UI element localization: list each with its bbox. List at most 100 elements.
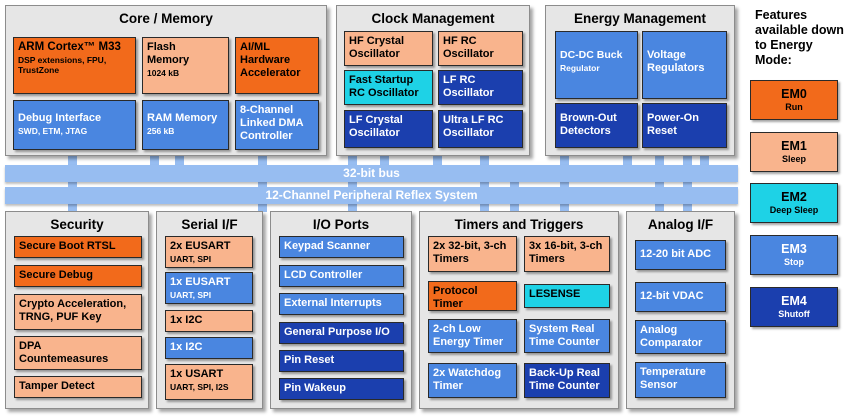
temperature-sensor-label: Temperature Sensor — [640, 366, 706, 391]
i2c-b-block: 1x I2C — [165, 337, 253, 359]
legend-em1-name: EM1 — [781, 139, 807, 153]
lesense-block: LESENSE — [524, 284, 610, 308]
pin-wakeup-label: Pin Wakeup — [284, 382, 346, 394]
protocol-timer-block: Protocol Timer — [428, 281, 517, 311]
timers-panel: Timers and Triggers 2x 32-bit, 3-ch Time… — [419, 211, 619, 409]
keypad-scanner-block: Keypad Scanner — [279, 236, 404, 258]
system-rtc-block: System Real Time Counter — [524, 319, 610, 353]
timer-32bit-label: 2x 32-bit, 3-ch Timers — [433, 240, 507, 265]
dpa-label: DPA Countemeasures — [19, 340, 109, 365]
eusart1-sub: UART, SPI — [170, 290, 212, 300]
security-title: Security — [50, 217, 104, 232]
dpa-block: DPA Countemeasures — [14, 336, 142, 370]
hf-crystal-osc-block: HF Crystal Oscillator — [344, 31, 433, 66]
i2c-a-block: 1x I2C — [165, 310, 253, 332]
vdac-block: 12-bit VDAC — [635, 282, 726, 312]
protocol-timer-label: Protocol Timer — [433, 285, 478, 310]
fast-startup-osc-block: Fast Startup RC Oscillator — [344, 70, 433, 105]
legend-em3-desc: Stop — [784, 257, 804, 267]
adc-label: 12-20 bit ADC — [640, 248, 712, 260]
timer-16bit-block: 3x 16-bit, 3-ch Timers — [524, 236, 610, 272]
ram-memory-block: RAM Memory 256 kB — [142, 100, 229, 150]
secure-boot-block: Secure Boot RTSL — [14, 236, 142, 258]
eusart1-block: 1x EUSART UART, SPI — [165, 272, 253, 304]
watchdog-timer-label: 2x Watchdog Timer — [433, 367, 502, 392]
analog-comparator-label: Analog Comparator — [640, 324, 703, 349]
analog-if-title: Analog I/F — [647, 217, 714, 232]
arm-cortex-label: ARM Cortex™ M33 — [18, 41, 121, 53]
system-rtc-label: System Real Time Counter — [529, 323, 600, 348]
lf-rc-osc-block: LF RC Oscillator — [438, 70, 523, 105]
timer-16bit-label: 3x 16-bit, 3-ch Timers — [529, 240, 603, 265]
io-ports-panel: I/O Ports Keypad Scanner LCD Controller … — [270, 211, 412, 409]
legend-title: Features available down to Energy Mode: — [755, 8, 844, 67]
legend-em0: EM0 Run — [750, 80, 838, 120]
backup-rtc-label: Back-Up Real Time Counter — [529, 367, 600, 392]
lf-crystal-osc-block: LF Crystal Oscillator — [344, 110, 433, 148]
external-interrupts-label: External Interrupts — [284, 297, 382, 309]
legend-em1-desc: Sleep — [781, 154, 806, 164]
energy-management-panel: Energy Management DC-DC Buck Regulator V… — [545, 5, 735, 156]
brownout-block: Brown-Out Detectors — [555, 103, 638, 148]
low-energy-timer-label: 2-ch Low Energy Timer — [433, 323, 504, 348]
flash-memory-block: Flash Memory 1024 kB — [142, 37, 229, 94]
bus-peripheral-reflex: 12-Channel Peripheral Reflex System — [5, 187, 738, 204]
lf-rc-osc-label: LF RC Oscillator — [443, 74, 494, 99]
analog-if-panel: Analog I/F 12-20 bit ADC 12-bit VDAC Ana… — [626, 211, 735, 409]
keypad-scanner-label: Keypad Scanner — [284, 240, 371, 252]
poweron-reset-block: Power-On Reset — [642, 103, 727, 148]
legend-em0-name: EM0 — [781, 87, 807, 101]
io-ports-title: I/O Ports — [312, 217, 370, 232]
timers-title: Timers and Triggers — [454, 217, 584, 232]
aiml-accelerator-block: AI/ML Hardware Accelerator — [235, 37, 319, 94]
poweron-reset-label: Power-On Reset — [647, 112, 699, 137]
backup-rtc-block: Back-Up Real Time Counter — [524, 363, 610, 398]
vdac-label: 12-bit VDAC — [640, 290, 704, 302]
i2c-a-label: 1x I2C — [170, 314, 203, 326]
external-interrupts-block: External Interrupts — [279, 293, 404, 315]
debug-interface-sub: SWD, ETM, JTAG — [18, 126, 88, 136]
voltage-regulators-label: Voltage Regulators — [647, 49, 705, 74]
security-panel: Security Secure Boot RTSL Secure Debug C… — [5, 211, 149, 409]
bus-32bit: 32-bit bus — [5, 165, 738, 182]
secure-boot-label: Secure Boot RTSL — [19, 240, 116, 252]
secure-debug-label: Secure Debug — [19, 269, 93, 281]
timer-32bit-block: 2x 32-bit, 3-ch Timers — [428, 236, 517, 272]
core-memory-title: Core / Memory — [119, 11, 213, 26]
brownout-label: Brown-Out Detectors — [560, 112, 617, 137]
adc-block: 12-20 bit ADC — [635, 240, 726, 270]
pin-reset-block: Pin Reset — [279, 350, 404, 372]
legend-em3: EM3 Stop — [750, 235, 838, 275]
ram-memory-sub: 256 kB — [147, 126, 175, 136]
clock-management-title: Clock Management — [371, 11, 495, 26]
flash-memory-sub: 1024 kB — [147, 68, 180, 78]
fast-startup-osc-label: Fast Startup RC Oscillator — [349, 74, 419, 99]
legend-em4-name: EM4 — [781, 294, 807, 308]
pin-wakeup-block: Pin Wakeup — [279, 378, 404, 400]
debug-interface-label: Debug Interface — [18, 112, 102, 124]
crypto-label: Crypto Acceleration, TRNG, PUF Key — [19, 298, 127, 323]
gpio-block: General Purpose I/O — [279, 322, 404, 344]
legend-em4-desc: Shutoff — [778, 309, 810, 319]
dma-controller-block: 8-Channel Linked DMA Controller — [235, 100, 319, 150]
temperature-sensor-block: Temperature Sensor — [635, 362, 726, 398]
lesense-label: LESENSE — [529, 288, 581, 300]
usart-sub: UART, SPI, I2S — [170, 382, 229, 392]
eusart2-sub: UART, SPI — [170, 254, 212, 264]
energy-management-title: Energy Management — [573, 11, 707, 26]
serial-if-title: Serial I/F — [181, 217, 238, 232]
ultra-lf-rc-osc-block: Ultra LF RC Oscillator — [438, 110, 523, 148]
legend-em0-desc: Run — [785, 102, 803, 112]
eusart2-block: 2x EUSART UART, SPI — [165, 236, 253, 268]
voltage-regulators-block: Voltage Regulators — [642, 31, 727, 99]
dcdc-sub: Regulator — [560, 63, 600, 73]
tamper-detect-label: Tamper Detect — [19, 380, 95, 392]
eusart1-label: 1x EUSART — [170, 276, 231, 288]
ultra-lf-rc-osc-label: Ultra LF RC Oscillator — [443, 114, 504, 139]
arm-cortex-sub: DSP extensions, FPU, TrustZone — [18, 55, 107, 75]
legend-em2: EM2 Deep Sleep — [750, 183, 838, 223]
watchdog-timer-block: 2x Watchdog Timer — [428, 363, 517, 398]
debug-interface-block: Debug Interface SWD, ETM, JTAG — [13, 100, 136, 150]
hf-crystal-osc-label: HF Crystal Oscillator — [349, 35, 405, 60]
dcdc-block: DC-DC Buck Regulator — [555, 31, 638, 99]
